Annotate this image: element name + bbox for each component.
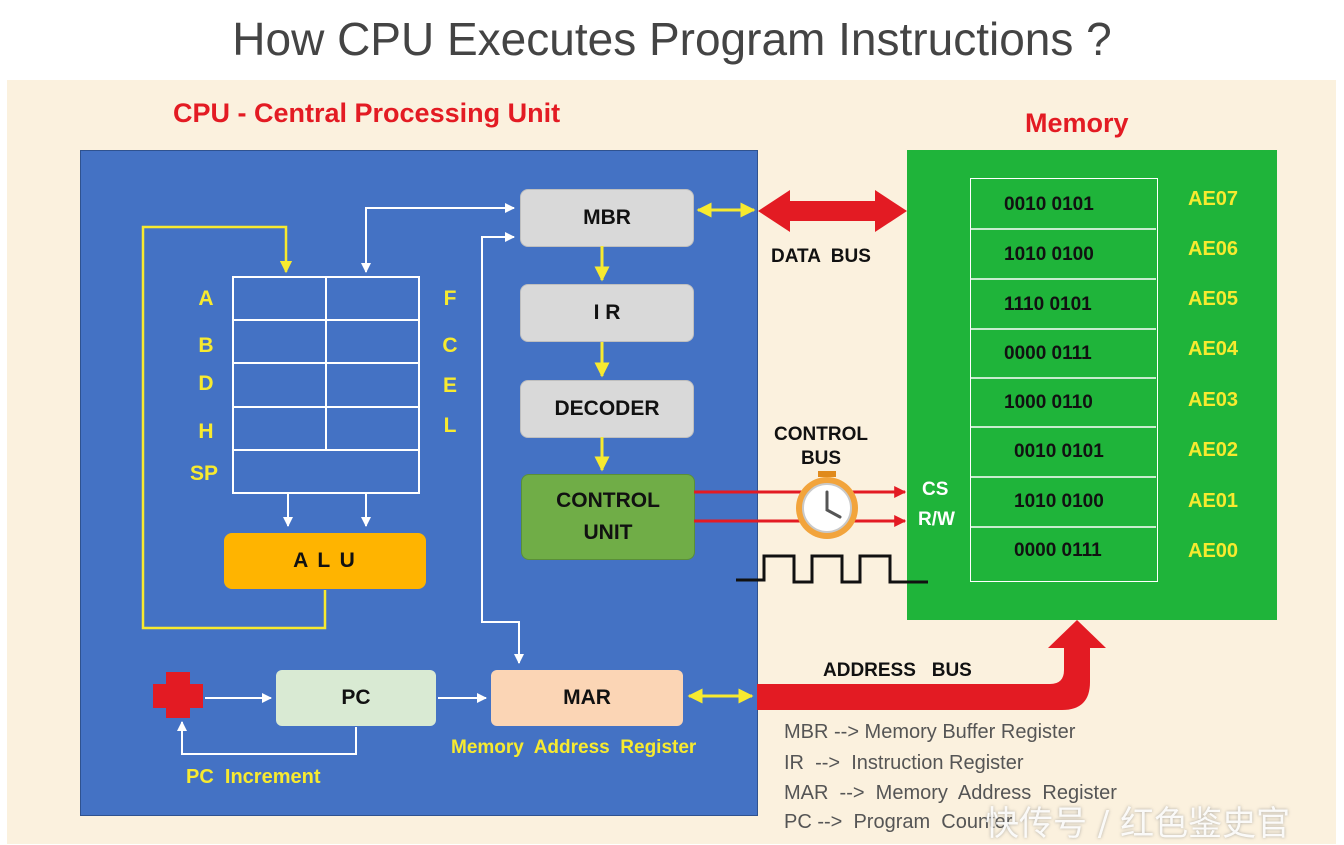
legend-mbr: MBR --> Memory Buffer Register bbox=[784, 721, 1076, 743]
memory-cell-ae06: 1010 0100 bbox=[1004, 244, 1094, 265]
cs-signal-label: CS bbox=[922, 479, 949, 500]
clock-icon bbox=[796, 471, 858, 539]
register-to-alu-arrows bbox=[283, 494, 371, 527]
memory-address-ae01: AE01 bbox=[1188, 490, 1239, 512]
watermark: 快传号 / 红色鉴史官 bbox=[985, 804, 1291, 844]
control-unit-label-line2: UNIT bbox=[583, 521, 633, 544]
adder-plus-icon bbox=[153, 672, 203, 718]
memory-address-ae02: AE02 bbox=[1188, 439, 1239, 461]
legend-ir: IR --> Instruction Register bbox=[784, 752, 1024, 774]
control-unit-label-line1: CONTROL bbox=[556, 489, 660, 512]
mar-caption: Memory Address Register bbox=[451, 737, 697, 758]
memory-cell-ae05: 1110 0101 bbox=[1004, 294, 1092, 315]
memory-address-ae03: AE03 bbox=[1188, 389, 1239, 411]
memory-address-ae07: AE07 bbox=[1188, 188, 1239, 210]
memory-row-lines bbox=[970, 228, 1156, 528]
register-label-a: A bbox=[198, 287, 214, 310]
data-bus-arrow bbox=[758, 190, 907, 232]
register-file bbox=[232, 275, 420, 495]
address-bus-label: ADDRESS BUS bbox=[823, 660, 972, 681]
control-unit-block: CONTROL UNIT bbox=[521, 474, 695, 560]
memory-address-ae00: AE00 bbox=[1188, 540, 1239, 562]
register-label-c: C bbox=[442, 334, 458, 357]
register-label-e: E bbox=[442, 374, 457, 397]
memory-cell-ae07: 0010 0101 bbox=[1004, 194, 1094, 215]
register-label-sp: SP bbox=[189, 462, 218, 485]
control-bus-label-line2: BUS bbox=[800, 448, 842, 469]
memory-address-ae05: AE05 bbox=[1188, 288, 1239, 310]
register-label-h: H bbox=[198, 420, 214, 443]
pc-increment-label: PC Increment bbox=[186, 766, 321, 788]
memory-cell-ae02: 0010 0101 bbox=[1014, 441, 1104, 462]
mbr-block: MBR bbox=[520, 189, 694, 247]
pc-increment-loop bbox=[177, 693, 357, 755]
memory-heading: Memory bbox=[1025, 108, 1129, 138]
mbr-register-arrow bbox=[361, 203, 515, 273]
mbr-mar-arrow bbox=[481, 232, 524, 664]
alu-feedback-arrow bbox=[141, 225, 327, 630]
memory-address-ae04: AE04 bbox=[1188, 338, 1239, 360]
rw-signal-label: R/W bbox=[918, 509, 955, 530]
register-label-d: D bbox=[198, 372, 214, 395]
control-bus-label: CONTROL BUS bbox=[770, 423, 872, 471]
register-label-l: L bbox=[443, 414, 457, 437]
memory-address-ae06: AE06 bbox=[1188, 238, 1239, 260]
memory-cell-ae04: 0000 0111 bbox=[1004, 343, 1092, 364]
cpu-heading: CPU - Central Processing Unit bbox=[173, 98, 561, 128]
ir-block: I R bbox=[520, 284, 694, 342]
clock-waveform bbox=[736, 554, 928, 584]
memory-grid bbox=[970, 178, 1158, 582]
memory-cell-ae01: 1010 0100 bbox=[1014, 491, 1104, 512]
diagram-title: How CPU Executes Program Instructions ? bbox=[232, 13, 1112, 65]
memory-cell-ae03: 1000 0110 bbox=[1004, 392, 1093, 413]
decoder-block: DECODER bbox=[520, 380, 694, 438]
memory-cell-ae00: 0000 0111 bbox=[1014, 540, 1102, 561]
register-label-f: F bbox=[443, 287, 457, 310]
register-label-b: B bbox=[198, 334, 214, 357]
mar-block: MAR bbox=[491, 670, 683, 726]
alu-block: A L U bbox=[224, 533, 426, 589]
address-bus-arrow bbox=[757, 620, 1106, 710]
pc-block: PC bbox=[276, 670, 436, 726]
legend-pc: PC --> Program Counter bbox=[784, 811, 1013, 833]
control-bus-label-line1: CONTROL bbox=[774, 424, 868, 445]
data-bus-label: DATA BUS bbox=[771, 246, 871, 267]
legend-mar: MAR --> Memory Address Register bbox=[784, 782, 1117, 804]
